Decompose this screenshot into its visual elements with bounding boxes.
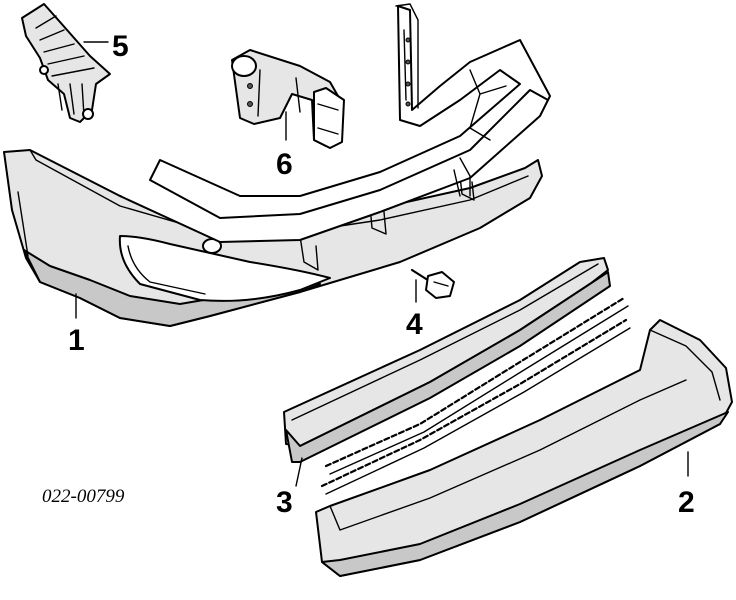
callout-1: 1	[68, 324, 85, 357]
part-4-bolt	[410, 268, 455, 303]
callout-2: 2	[678, 486, 695, 519]
callout-6: 6	[276, 148, 293, 181]
part-6-mount	[231, 49, 345, 149]
callout-5: 5	[112, 30, 129, 63]
upper-frame	[119, 3, 551, 243]
diagram-code: 022-00799	[42, 486, 125, 507]
callout-4: 4	[406, 308, 423, 341]
part-3-absorber	[283, 257, 631, 495]
callout-3: 3	[276, 486, 293, 519]
part-5-bracket	[21, 3, 111, 123]
part-2-lower-bumper	[315, 319, 733, 577]
